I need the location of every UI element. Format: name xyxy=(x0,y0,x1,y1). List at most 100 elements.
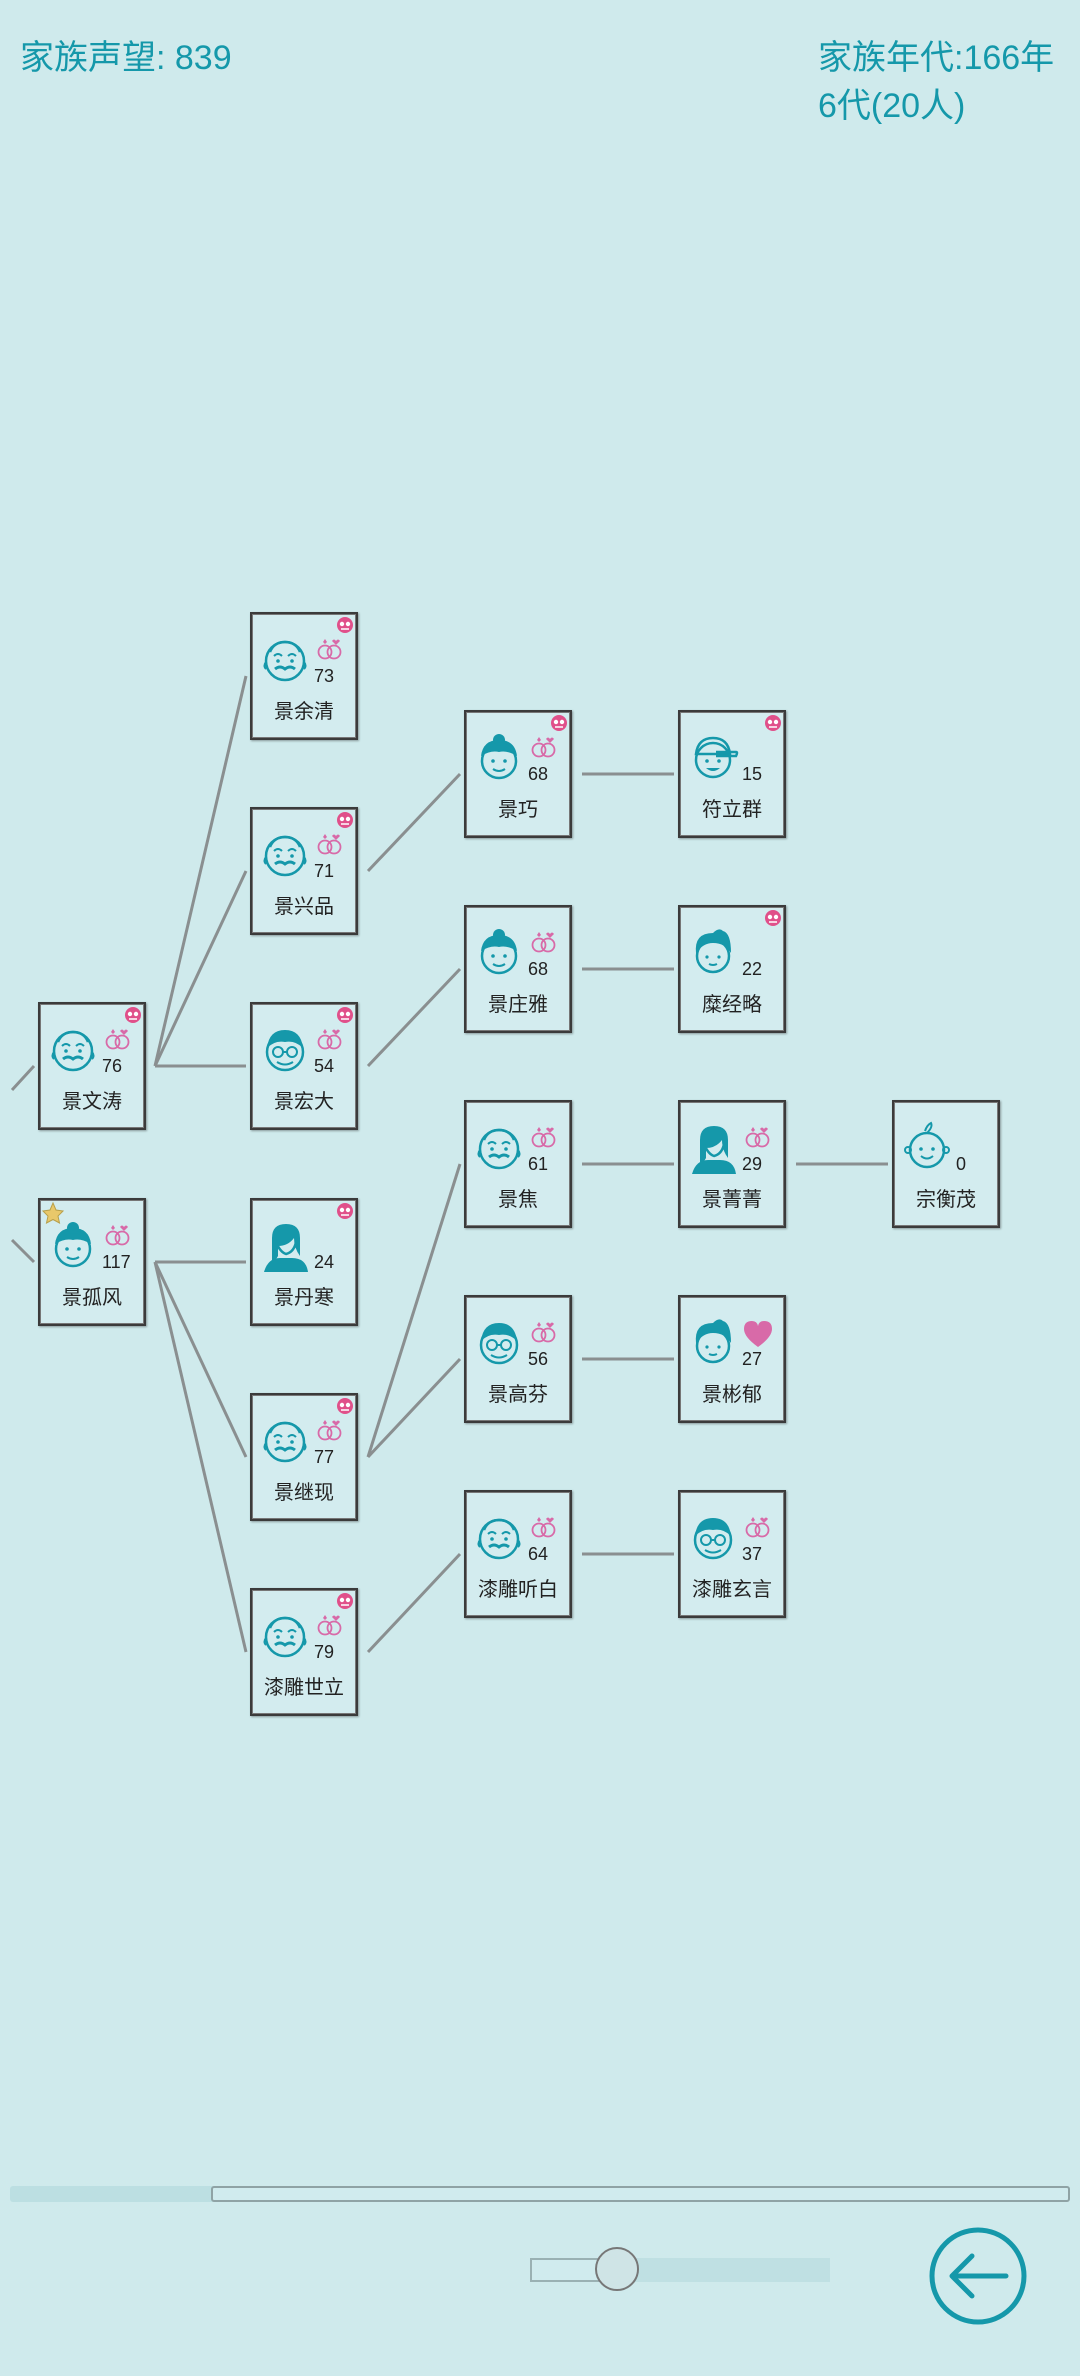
deceased-skull-icon xyxy=(336,811,354,829)
member-card-gaofen[interactable]: 56 景高芬 xyxy=(464,1295,572,1423)
deceased-skull-icon xyxy=(764,909,782,927)
member-card-liqun[interactable]: 15 符立群 xyxy=(678,710,786,838)
member-age: 73 xyxy=(314,666,335,686)
young-man-icon xyxy=(686,925,740,979)
love-heart-icon xyxy=(742,1319,774,1347)
deceased-skull-icon xyxy=(336,1006,354,1024)
deceased-skull-icon xyxy=(336,1592,354,1610)
member-age: 68 xyxy=(528,764,549,784)
member-age: 29 xyxy=(742,1154,763,1174)
member-card-danhan[interactable]: 24 景丹寒 xyxy=(250,1198,358,1326)
member-card-xingpin[interactable]: 71 景兴品 xyxy=(250,807,358,935)
member-name: 景兴品 xyxy=(274,896,334,918)
deceased-skull-icon xyxy=(764,714,782,732)
married-rings-icon xyxy=(742,1124,774,1148)
member-name: 糜经略 xyxy=(702,994,762,1016)
member-age: 68 xyxy=(528,959,549,979)
woman-bun-icon xyxy=(472,925,526,979)
member-age: 61 xyxy=(528,1154,549,1174)
family-generations: 6代(20人) xyxy=(818,87,966,125)
deceased-skull-icon xyxy=(124,1006,142,1024)
man-glasses-icon xyxy=(258,1022,312,1076)
back-arrow-icon[interactable] xyxy=(928,2226,1028,2326)
married-rings-icon xyxy=(528,1124,560,1148)
member-name: 景丹寒 xyxy=(274,1287,334,1309)
deceased-skull-icon xyxy=(336,1202,354,1220)
old-man-icon xyxy=(472,1510,526,1564)
deceased-skull-icon xyxy=(550,714,568,732)
old-man-icon xyxy=(46,1022,100,1076)
old-man-icon xyxy=(258,1608,312,1662)
member-card-hengmao[interactable]: 0 宗衡茂 xyxy=(892,1100,1000,1228)
member-card-jinglue[interactable]: 22 糜经略 xyxy=(678,905,786,1033)
member-card-gufeng[interactable]: 117 景孤风 xyxy=(38,1198,146,1326)
member-age: 71 xyxy=(314,861,335,881)
member-age: 27 xyxy=(742,1349,763,1369)
member-age: 79 xyxy=(314,1642,335,1662)
married-rings-icon xyxy=(314,831,346,855)
zoom-slider-knob[interactable] xyxy=(595,2247,639,2291)
member-name: 景文涛 xyxy=(62,1091,122,1113)
family-head-star-icon xyxy=(41,1201,65,1224)
member-age: 0 xyxy=(956,1154,967,1174)
member-name: 漆雕世立 xyxy=(264,1677,344,1699)
married-rings-icon xyxy=(314,636,346,660)
old-man-icon xyxy=(258,632,312,686)
old-man-icon xyxy=(258,827,312,881)
member-age: 22 xyxy=(742,959,763,979)
woman-long-hair-icon xyxy=(686,1120,740,1174)
member-age: 15 xyxy=(742,764,763,784)
deceased-skull-icon xyxy=(336,1397,354,1415)
family-era: 家族年代:166年 xyxy=(818,39,1055,77)
member-card-binyu[interactable]: 27 景彬郁 xyxy=(678,1295,786,1423)
member-name: 景庄雅 xyxy=(488,994,548,1016)
woman-long-hair-icon xyxy=(258,1218,312,1272)
married-rings-icon xyxy=(528,734,560,758)
woman-bun-icon xyxy=(46,1218,100,1272)
married-rings-icon xyxy=(528,1319,560,1343)
member-name: 景高芬 xyxy=(488,1384,548,1406)
member-card-zhuangya[interactable]: 68 景庄雅 xyxy=(464,905,572,1033)
married-rings-icon xyxy=(314,1612,346,1636)
member-age: 24 xyxy=(314,1252,335,1272)
horizontal-scrollbar-thumb[interactable] xyxy=(211,2186,1070,2202)
member-name: 宗衡茂 xyxy=(916,1189,976,1211)
man-glasses-icon xyxy=(686,1510,740,1564)
married-rings-icon xyxy=(102,1026,134,1050)
family-prestige: 家族声望: 839 xyxy=(20,39,232,77)
member-name: 景巧 xyxy=(498,799,538,821)
member-name: 漆雕听白 xyxy=(478,1579,558,1601)
deceased-skull-icon xyxy=(336,616,354,634)
woman-bun-icon xyxy=(472,730,526,784)
member-card-shili[interactable]: 79 漆雕世立 xyxy=(250,1588,358,1716)
married-rings-icon xyxy=(528,929,560,953)
married-rings-icon xyxy=(314,1417,346,1441)
member-name: 景宏大 xyxy=(274,1091,334,1113)
married-rings-icon xyxy=(742,1514,774,1538)
member-card-tingbai[interactable]: 64 漆雕听白 xyxy=(464,1490,572,1618)
member-age: 77 xyxy=(314,1447,335,1467)
old-man-icon xyxy=(258,1413,312,1467)
old-man-icon xyxy=(472,1120,526,1174)
married-rings-icon xyxy=(102,1222,134,1246)
boy-cap-icon xyxy=(686,730,740,784)
member-card-jingjing[interactable]: 29 景菁菁 xyxy=(678,1100,786,1228)
member-name: 景孤风 xyxy=(62,1287,122,1309)
married-rings-icon xyxy=(528,1514,560,1538)
member-name: 景彬郁 xyxy=(702,1384,762,1406)
member-name: 景菁菁 xyxy=(702,1189,762,1211)
member-age: 56 xyxy=(528,1349,549,1369)
man-glasses-icon xyxy=(472,1315,526,1369)
member-age: 64 xyxy=(528,1544,549,1564)
member-age: 117 xyxy=(102,1252,131,1272)
young-man-icon xyxy=(686,1315,740,1369)
member-card-qiao[interactable]: 68 景巧 xyxy=(464,710,572,838)
member-name: 符立群 xyxy=(702,799,762,821)
